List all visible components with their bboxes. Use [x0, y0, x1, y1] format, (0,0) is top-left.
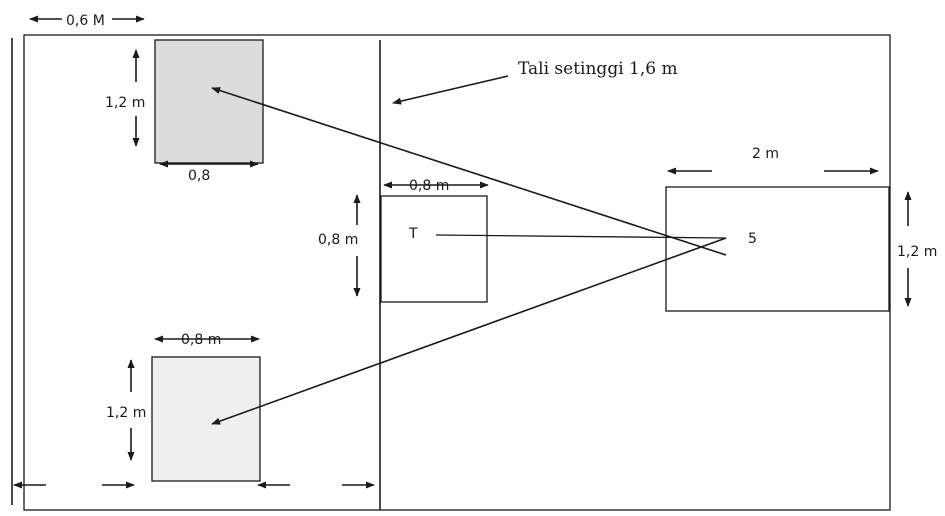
- box1-width-label: 0,8: [188, 168, 210, 184]
- rope-note-arrow: [392, 75, 509, 105]
- target-box-bottom-left: [151, 356, 261, 482]
- serving-box: [665, 186, 890, 312]
- throw-line-to-center: [435, 234, 727, 239]
- rope-note-label: Tali setinggi 1,6 m: [518, 59, 678, 79]
- court-boundary: [23, 34, 891, 511]
- box1-height-label: 1,2 m: [105, 95, 145, 111]
- center-height-label: 0,8 m: [318, 232, 358, 248]
- box3-height-label: 1,2 m: [106, 405, 146, 421]
- right-height-label: 1,2 m: [897, 244, 937, 260]
- center-letter: T: [408, 226, 418, 242]
- center-width-label: 0,8 m: [409, 178, 449, 194]
- top-dim-label: 0,6 M: [66, 13, 105, 29]
- target-box-top-left: [154, 39, 264, 164]
- box3-width-label: 0,8 m: [181, 332, 221, 348]
- center-box: [380, 195, 488, 303]
- throw-line-to-bottom-left: [211, 237, 727, 425]
- right-number: 5: [748, 231, 757, 247]
- right-width-label: 2 m: [752, 146, 779, 162]
- throw-line-to-top-left: [211, 87, 727, 256]
